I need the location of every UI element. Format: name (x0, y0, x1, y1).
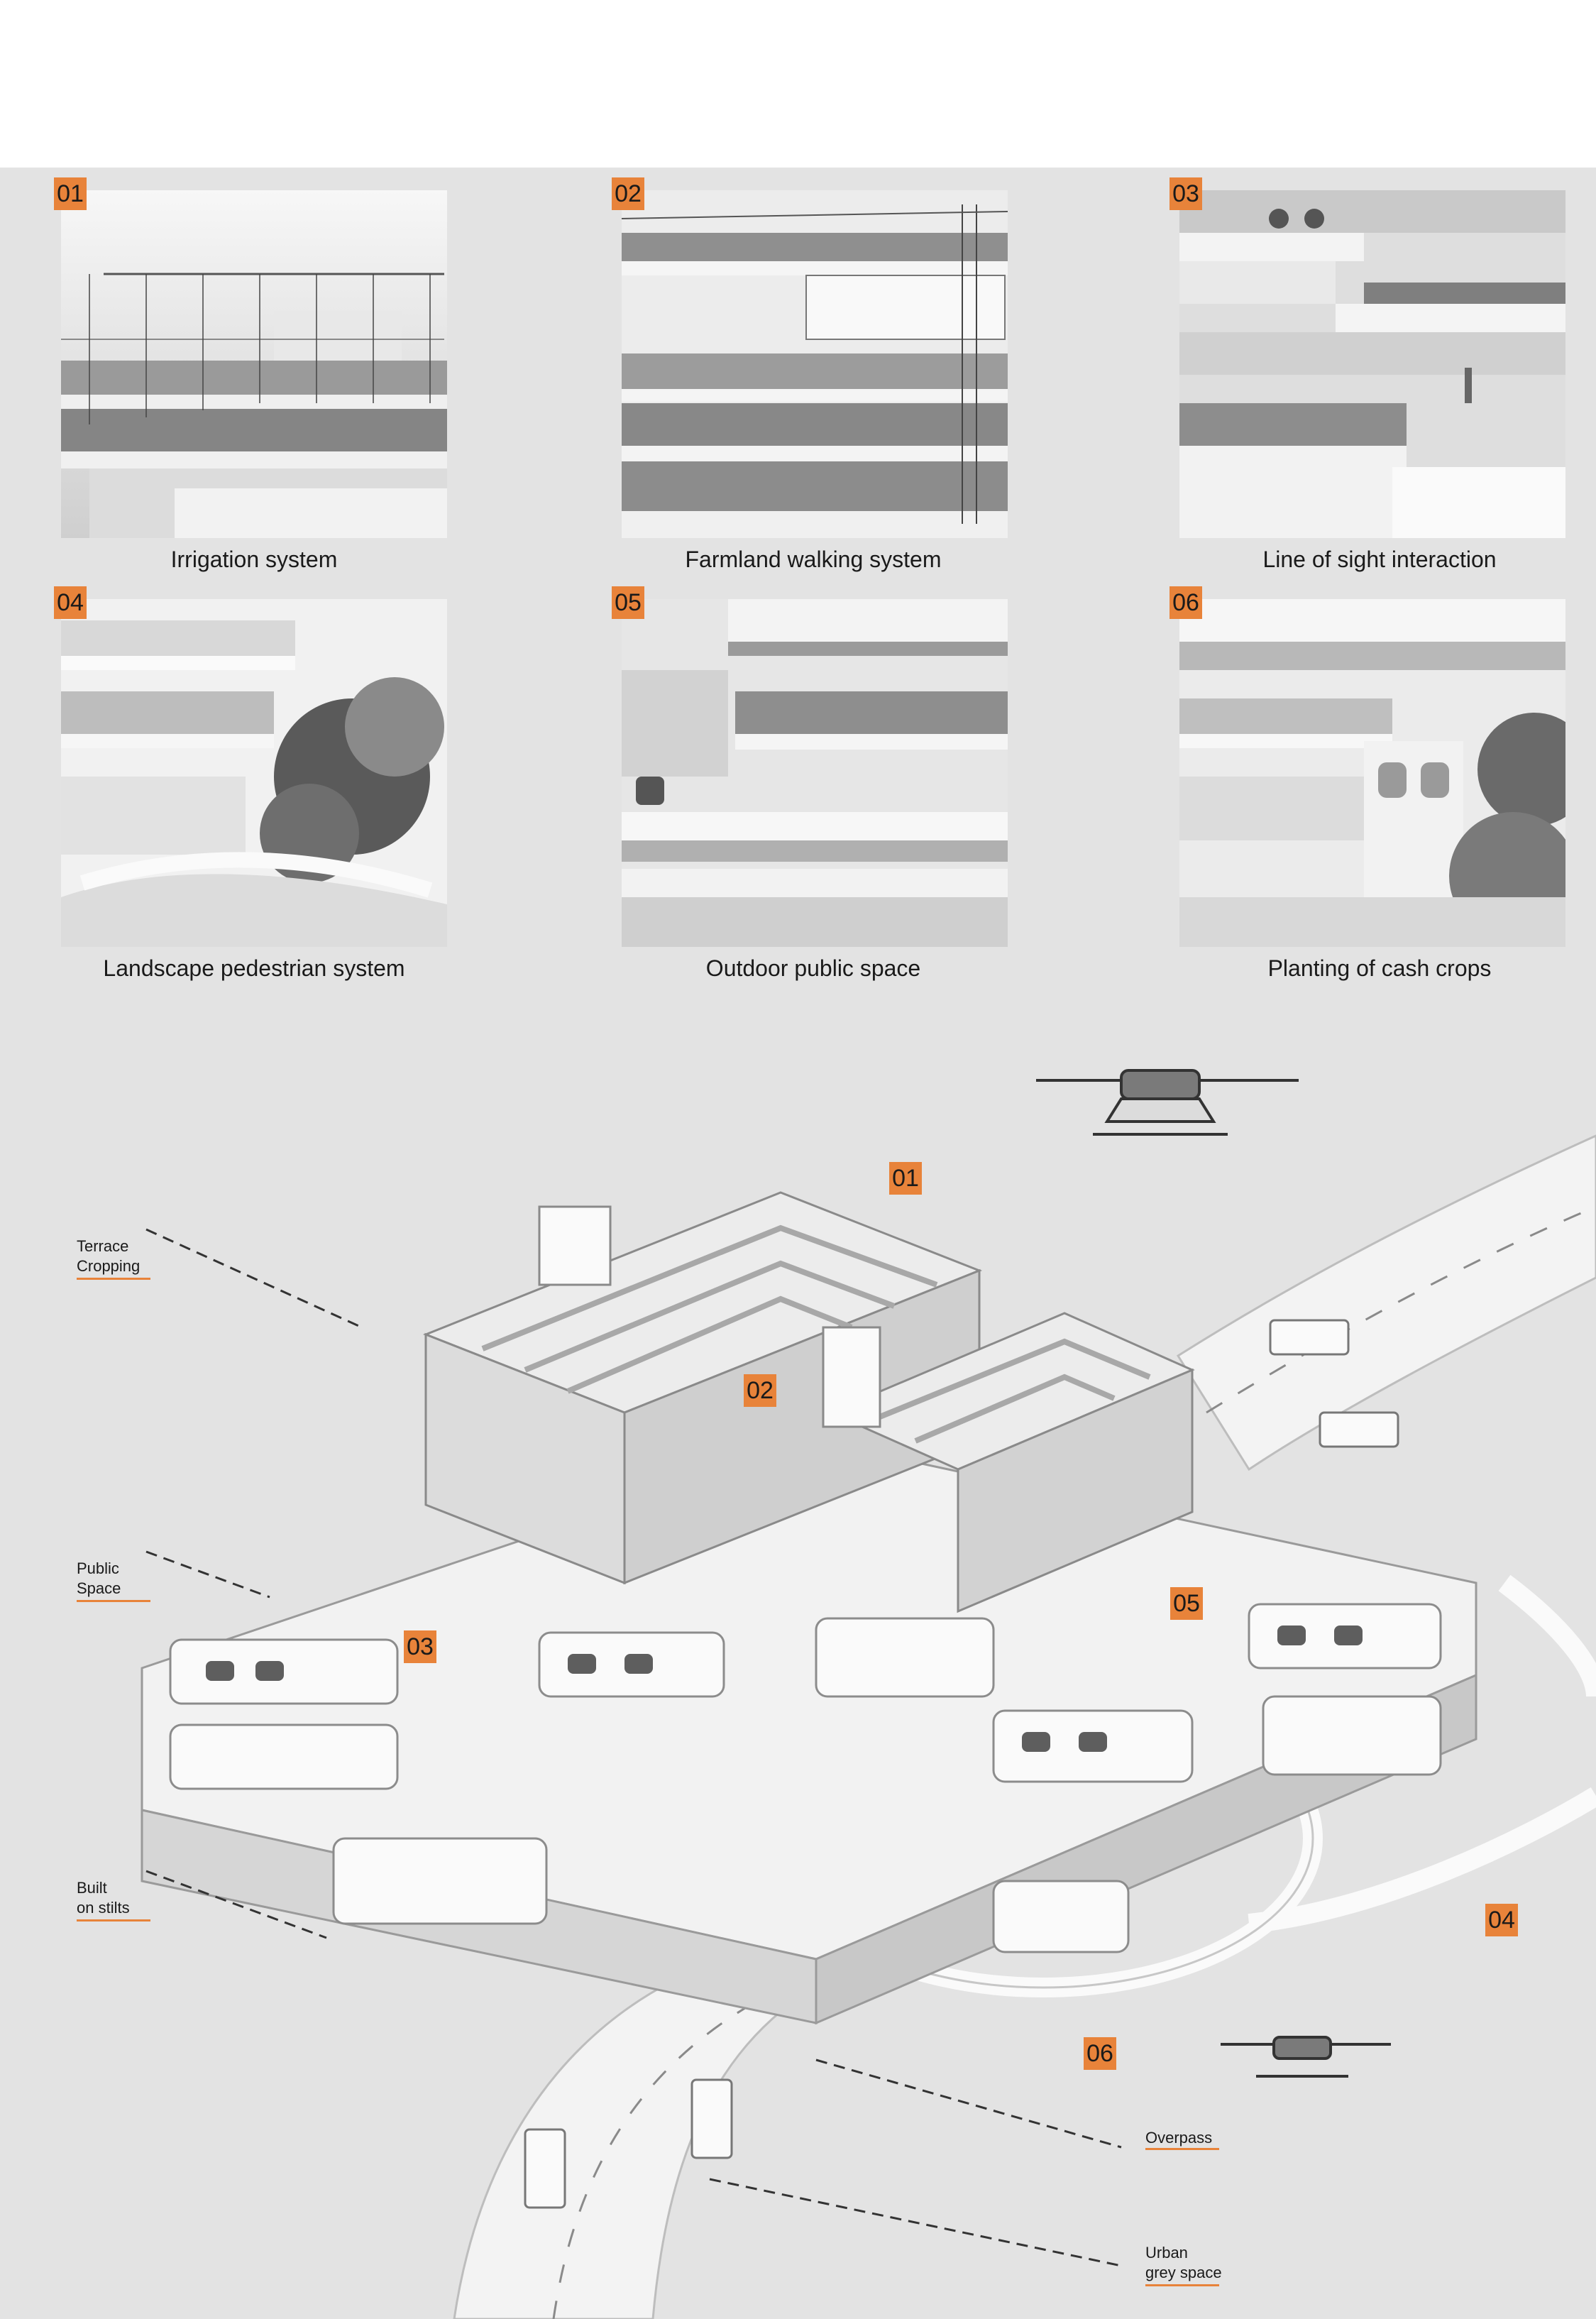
diagram-tag: 05 (1170, 1587, 1203, 1620)
photo-irrigation-system (61, 190, 447, 538)
callout-line1: Overpass (1145, 2129, 1213, 2147)
photo-planting-of-cash-crops (1179, 599, 1565, 947)
photo-number-badge: 04 (54, 586, 87, 619)
callout-underline (77, 1919, 150, 1921)
photo-number-badge: 06 (1170, 586, 1202, 619)
photo-caption: Landscape pedestrian system (103, 955, 405, 981)
callout-line1: Terrace (77, 1237, 129, 1255)
photo-caption: Line of sight interaction (1262, 547, 1497, 572)
callout-urban-grey-space: Urban grey space (1145, 2243, 1222, 2283)
diagram-tag: 02 (744, 1374, 776, 1407)
photo-line-of-sight-interaction (1179, 190, 1565, 538)
callout-underline (77, 1600, 150, 1602)
callout-line2: on stilts (77, 1899, 130, 1917)
diagram-tag: 06 (1084, 2037, 1116, 2070)
diagram-tag: 04 (1485, 1904, 1518, 1936)
callout-terrace-cropping: Terrace Cropping (77, 1237, 140, 1276)
callout-line1: Public (77, 1559, 119, 1577)
callout-line2: grey space (1145, 2264, 1222, 2281)
diagram-tag: 01 (889, 1162, 922, 1195)
callout-line1: Built (77, 1879, 107, 1897)
photo-caption: Farmland walking system (685, 547, 942, 572)
axonometric-building-diagram (141, 1069, 1596, 2319)
photo-number-badge: 03 (1170, 177, 1202, 210)
photo-number-badge: 01 (54, 177, 87, 210)
callout-line1: Urban (1145, 2244, 1188, 2262)
photo-caption: Planting of cash crops (1267, 955, 1492, 981)
photo-caption: Outdoor public space (705, 955, 921, 981)
callout-line2: Space (77, 1579, 121, 1597)
callout-leaders (145, 1228, 1122, 2267)
callout-built-on-stilts: Built on stilts (77, 1878, 130, 1918)
callout-underline (1145, 2284, 1219, 2286)
photo-landscape-pedestrian-system (61, 599, 447, 947)
drone (1036, 1069, 1391, 2078)
diagram-tag: 03 (404, 1630, 436, 1663)
callout-overpass: Overpass (1145, 2128, 1212, 2148)
photo-number-badge: 05 (612, 586, 644, 619)
photo-farmland-walking-system (622, 190, 1008, 538)
truck (524, 1319, 1399, 2209)
callout-line2: Cropping (77, 1257, 141, 1275)
photo-outdoor-public-space (622, 599, 1008, 947)
photo-caption: Irrigation system (170, 547, 338, 572)
callout-public-space: Public Space (77, 1559, 121, 1599)
top-margin (0, 0, 1596, 168)
callout-underline (1145, 2148, 1219, 2150)
callout-underline (77, 1278, 150, 1280)
photo-number-badge: 02 (612, 177, 644, 210)
